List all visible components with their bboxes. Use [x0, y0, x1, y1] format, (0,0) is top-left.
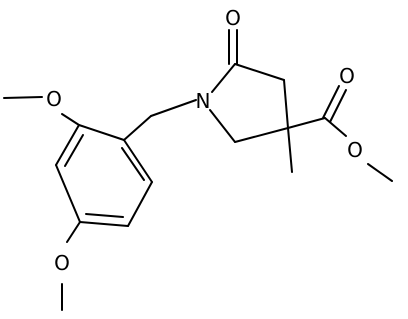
benzene-ring	[55, 124, 153, 227]
bond-ar5-ar6	[127, 181, 153, 227]
bond-o-ch3-top	[3, 96, 43, 99]
bond-c4-ester-c	[287, 117, 326, 129]
bond-n-c2	[211, 63, 236, 93]
bond-ester-c-o-b	[329, 89, 347, 123]
bond-c4-methyl	[287, 127, 293, 173]
bond-o-methyl	[367, 163, 393, 182]
atom-label-ester-ether-oxygen: O	[347, 138, 363, 162]
bond-inner-ar4-ar5	[85, 213, 124, 218]
methoxy-top	[3, 96, 80, 126]
bond-n-ch2	[150, 99, 197, 117]
atom-label-ester-carbonyl-oxygen: O	[339, 64, 355, 88]
bond-c5-n	[209, 109, 236, 143]
bond-ar2-o	[61, 113, 80, 126]
methyl-ester	[287, 85, 393, 182]
bond-c3-c4	[283, 79, 289, 129]
bond-ar6-ar1	[123, 139, 153, 183]
bond-ar4-o	[66, 221, 81, 243]
bond-ar3-ar4	[55, 164, 81, 223]
bond-c4-c5	[234, 127, 289, 143]
bond-inner-ar6-ar1	[121, 147, 145, 181]
atom-label-ring-nitrogen: N	[196, 89, 211, 113]
pyrrolidinone-ring	[209, 63, 289, 143]
bond-ar4-ar5	[79, 221, 129, 227]
bond-ester-c-o-a	[322, 85, 340, 119]
bond-c2-c3	[234, 63, 285, 81]
atom-label-methoxy-oxygen-bottom: O	[54, 251, 70, 275]
atom-label-methoxy-oxygen-top: O	[46, 87, 62, 111]
bond-ar1-ar2	[78, 124, 125, 141]
atom-label-carbonyl-oxygen: O	[225, 6, 241, 30]
methoxy-bottom	[61, 221, 81, 311]
bond-ch2-aryl	[123, 115, 152, 141]
lactam-carbonyl	[228, 29, 238, 65]
bond-ar2-ar3	[55, 124, 80, 166]
bond-ester-c-o-single	[324, 117, 347, 137]
bond-inner-ar2-ar3	[64, 134, 84, 167]
